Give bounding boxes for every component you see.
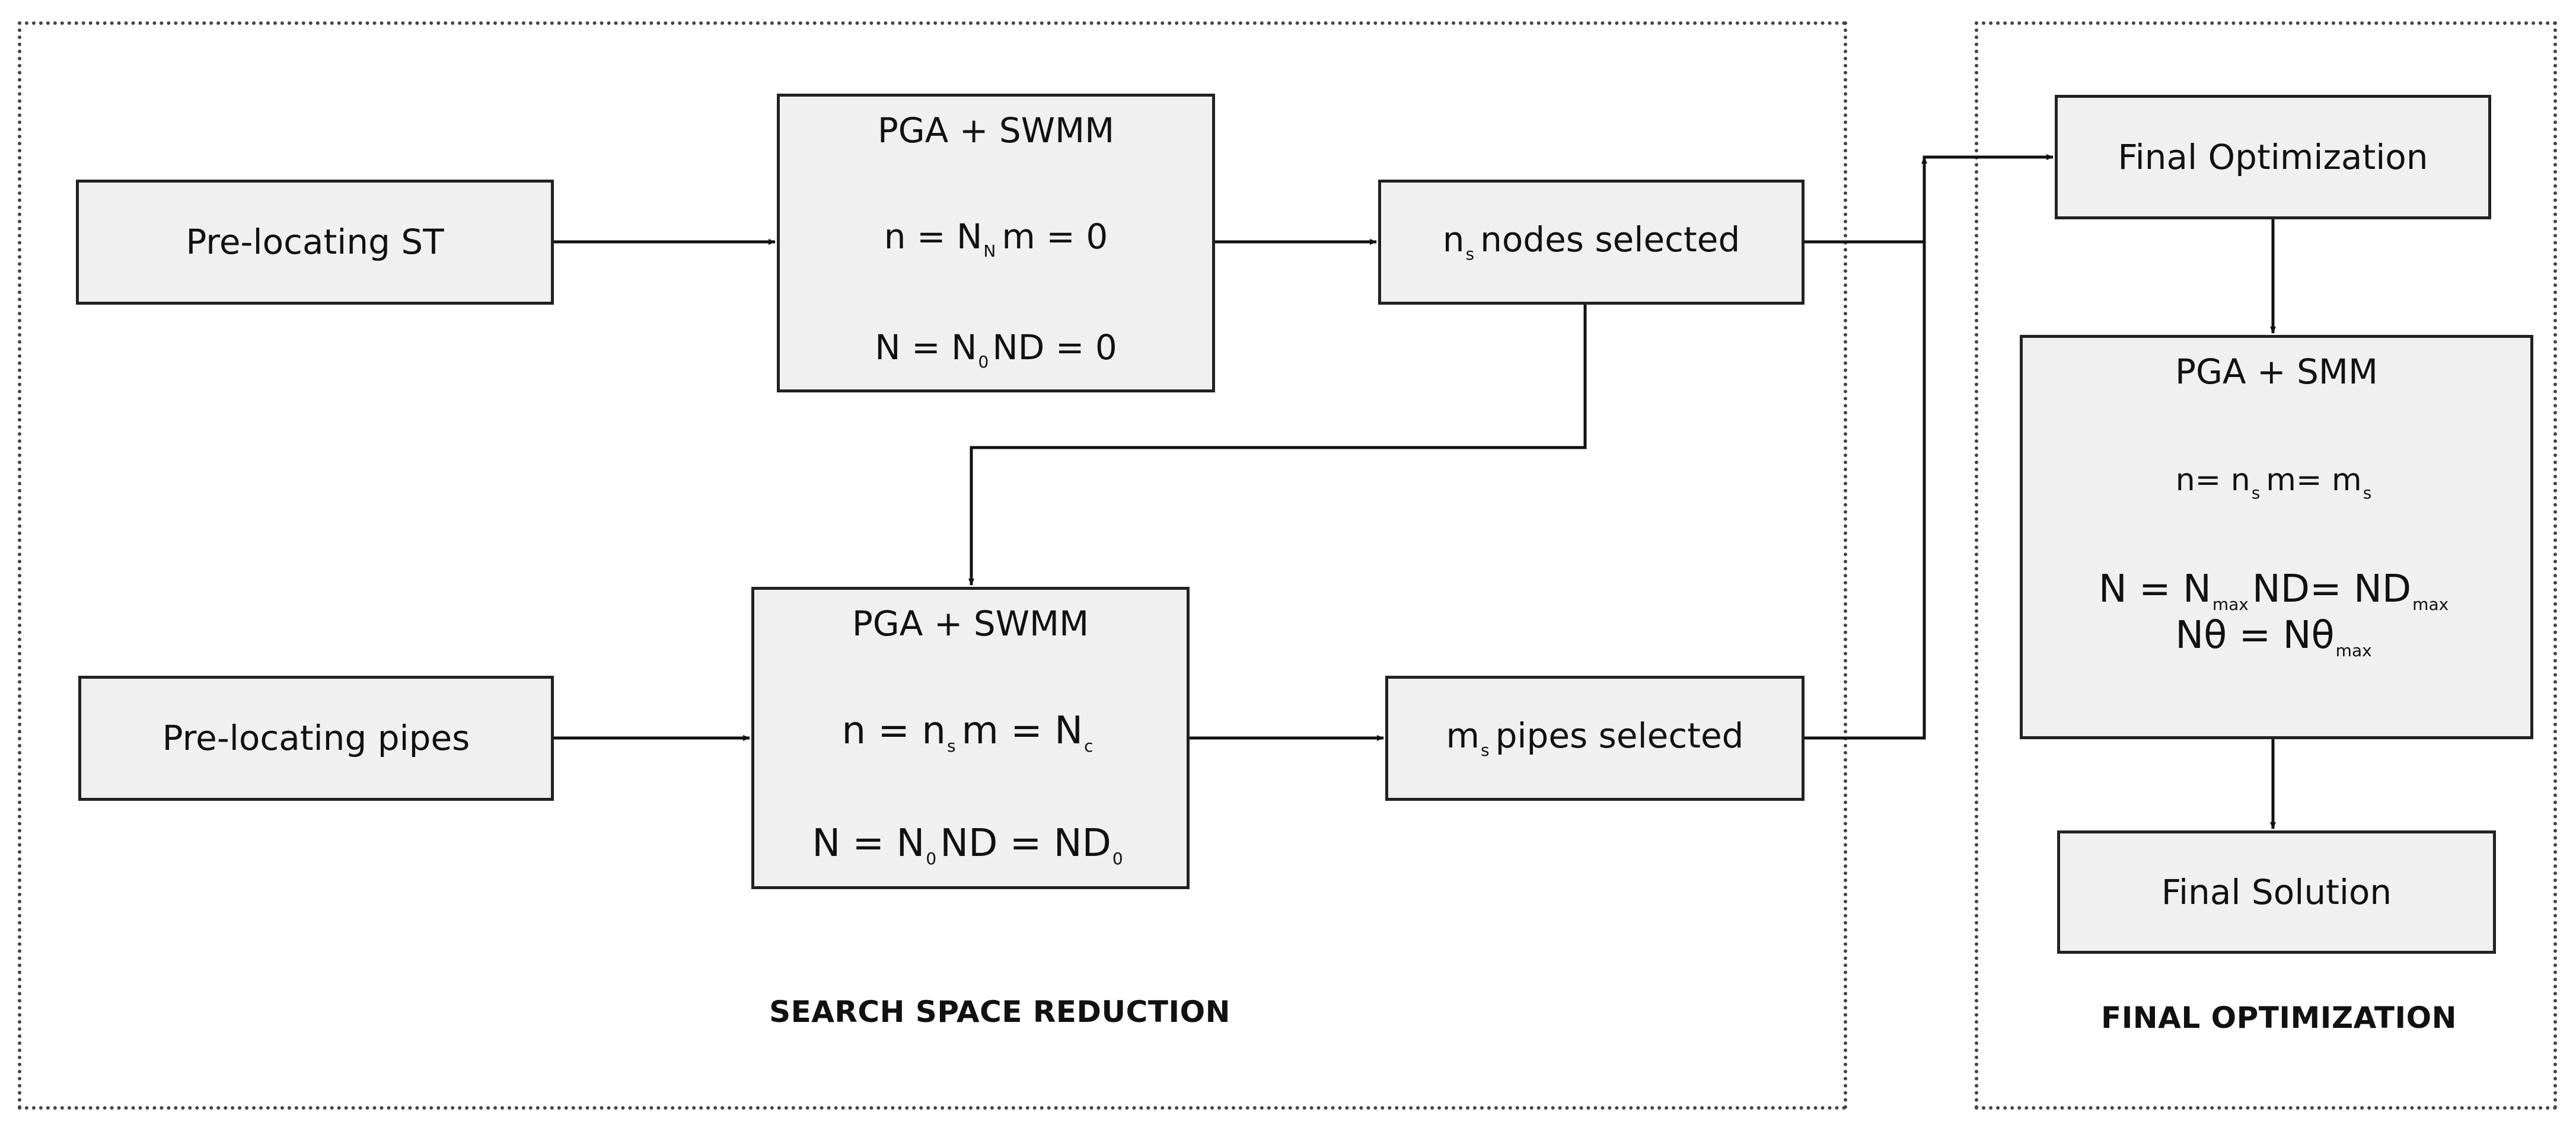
arrow-nodes-selected-to-final-optimization bbox=[1805, 154, 2054, 244]
prelocating-pipes-box: Pre-locating pipes bbox=[78, 676, 554, 801]
pga-swmm-pipes-line-2: N = N0ND = ND0 bbox=[812, 821, 1123, 868]
arrow-pipes-selected-to-final-optimization bbox=[1805, 156, 1927, 740]
final-optimization-label: FINAL OPTIMIZATION bbox=[2101, 1001, 2457, 1035]
pga-swmm-pipes-title: PGA + SWMM bbox=[852, 603, 1089, 644]
prelocating-st-label: Pre-locating ST bbox=[186, 222, 444, 263]
pga-smm-line-3: Nθ = Nθmax bbox=[2175, 614, 2372, 661]
final-solution-label: Final Solution bbox=[2161, 871, 2392, 912]
pga-swmm-nodes-title: PGA + SWMM bbox=[877, 110, 1115, 151]
prelocating-pipes-label: Pre-locating pipes bbox=[162, 718, 470, 759]
final-solution-box: Final Solution bbox=[2057, 830, 2496, 954]
final-optimization-box-label: Final Optimization bbox=[2118, 136, 2428, 177]
search-space-reduction-label: SEARCH SPACE REDUCTION bbox=[769, 995, 1230, 1029]
final-optimization-box: Final Optimization bbox=[2055, 95, 2491, 219]
pga-smm-line-2: N = NmaxND= NDmax bbox=[2098, 567, 2449, 614]
final-optimization-region bbox=[1975, 21, 2557, 1110]
prelocating-st-box: Pre-locating ST bbox=[76, 180, 554, 305]
arrow-nodes-selected-to-pga-swmm-2 bbox=[968, 305, 1587, 586]
search-space-reduction-region bbox=[18, 21, 1847, 1110]
pga-smm-title: PGA + SMM bbox=[2175, 352, 2378, 392]
